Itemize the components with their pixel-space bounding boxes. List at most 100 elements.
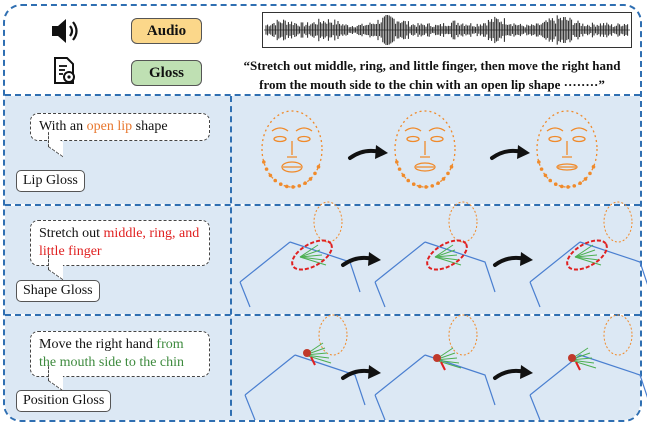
hand-keypoints bbox=[303, 342, 332, 366]
quote-line-2: from the mouth side to the chin with an … bbox=[259, 77, 605, 92]
highlight-ellipse bbox=[426, 239, 468, 271]
jaw-keypoint bbox=[316, 165, 321, 169]
jaw-keypoint bbox=[297, 184, 302, 188]
jaw-keypoint bbox=[591, 165, 596, 169]
lip-face-1 bbox=[261, 110, 323, 189]
jaw-keypoint bbox=[284, 184, 289, 189]
left-eye bbox=[273, 135, 287, 143]
highlight-ellipse bbox=[566, 239, 608, 271]
position-bubble: Move the right hand from the mouth side … bbox=[30, 331, 210, 377]
document-settings-icon bbox=[54, 57, 75, 84]
shape-arrow-2 bbox=[493, 252, 533, 267]
jaw-keypoint bbox=[537, 160, 541, 164]
gloss-quote: “Stretch out middle, ring, and little fi… bbox=[233, 56, 631, 94]
jaw-keypoint bbox=[430, 184, 435, 188]
jaw-keypoint bbox=[441, 177, 446, 181]
finger-line bbox=[574, 254, 598, 258]
position-body-2 bbox=[374, 314, 496, 421]
finger-line bbox=[299, 244, 319, 258]
jaw-keypoint bbox=[406, 178, 411, 183]
face-outline bbox=[536, 110, 598, 188]
shape-gloss-label: Shape Gloss bbox=[16, 280, 100, 302]
jaw-keypoint bbox=[539, 167, 544, 171]
jaw-keypoint bbox=[313, 171, 317, 176]
shape-body-3 bbox=[529, 201, 647, 308]
mouth bbox=[556, 163, 578, 171]
shape-bubble: Stretch out middle, ring, and little fin… bbox=[30, 220, 210, 266]
lip-bubble: With an open lip shape bbox=[30, 113, 210, 141]
lip-arrow-2 bbox=[490, 145, 530, 160]
jaw-keypoint bbox=[543, 173, 548, 178]
arrow-head bbox=[368, 365, 381, 379]
jaw-keypoint bbox=[278, 182, 283, 187]
shape-arrow-1 bbox=[341, 252, 381, 267]
hand-keypoints bbox=[299, 244, 327, 266]
small-face bbox=[603, 201, 633, 243]
arrow-head bbox=[520, 365, 533, 379]
small-face bbox=[448, 314, 478, 356]
lip-face-3 bbox=[536, 110, 598, 189]
finger-line bbox=[574, 256, 600, 261]
eyebrows bbox=[404, 127, 446, 132]
left-eye bbox=[548, 135, 562, 143]
waveform-bars bbox=[265, 14, 629, 46]
arrow-head bbox=[368, 252, 381, 266]
mouth bbox=[281, 161, 303, 173]
divider-lip bbox=[5, 204, 640, 206]
mouth bbox=[414, 162, 436, 172]
jaw-keypoint bbox=[436, 181, 440, 185]
finger-line bbox=[434, 254, 458, 258]
wrist-marker bbox=[568, 354, 576, 362]
jaw-keypoint bbox=[395, 160, 399, 164]
shape-body-1 bbox=[239, 201, 361, 308]
jaw-keypoint bbox=[397, 167, 402, 171]
jaw-keypoint bbox=[553, 182, 558, 187]
arrow-head bbox=[375, 145, 388, 159]
face-outline bbox=[394, 110, 456, 188]
small-face bbox=[313, 201, 343, 243]
highlight-ellipse bbox=[291, 239, 333, 271]
finger-line bbox=[574, 244, 594, 258]
jaw-keypoint bbox=[446, 171, 450, 176]
shape-bubble-highlight: middle, ring, and little finger bbox=[39, 226, 200, 259]
quote-line-1: “Stretch out middle, ring, and little fi… bbox=[243, 58, 621, 73]
position-arrow-2 bbox=[493, 365, 533, 380]
right-eye bbox=[430, 135, 444, 143]
hand-keypoints bbox=[574, 244, 602, 266]
eyebrows bbox=[546, 127, 588, 132]
jaw-keypoint bbox=[264, 167, 269, 171]
jaw-keypoint bbox=[262, 160, 266, 164]
small-face bbox=[603, 314, 633, 356]
nose bbox=[420, 141, 430, 158]
lip-arrow-1 bbox=[348, 145, 388, 160]
audio-label: Audio bbox=[131, 18, 202, 44]
face-outline bbox=[261, 110, 323, 188]
jaw-keypoint bbox=[578, 181, 582, 185]
jaw-keypoint bbox=[588, 171, 592, 176]
divider-header bbox=[5, 94, 640, 96]
jaw-keypoint bbox=[424, 185, 428, 189]
jaw-keypoint bbox=[411, 182, 416, 187]
jaw-keypoint bbox=[548, 178, 553, 183]
arm-lines bbox=[529, 354, 647, 421]
divider-shape bbox=[5, 314, 640, 316]
finger-line bbox=[434, 244, 454, 258]
gloss-label: Gloss bbox=[131, 60, 202, 86]
jaw-keypoint bbox=[291, 185, 295, 189]
jaw-keypoint bbox=[583, 177, 588, 181]
divider-vertical bbox=[230, 96, 232, 420]
lip-bubble-highlight: open lip bbox=[86, 119, 133, 134]
motion-marker bbox=[575, 361, 581, 371]
jaw-keypoint bbox=[566, 185, 570, 189]
jaw-keypoint bbox=[401, 173, 406, 178]
position-bubble-text: Move the right hand bbox=[39, 337, 157, 352]
audio-waveform bbox=[262, 12, 632, 48]
jaw-keypoint bbox=[417, 184, 422, 189]
jaw-keypoint bbox=[572, 184, 577, 188]
lip-bubble-text: With an bbox=[39, 119, 87, 134]
jaw-keypoint bbox=[449, 165, 454, 169]
finger-line bbox=[299, 256, 327, 266]
jaw-keypoint bbox=[559, 184, 564, 189]
finger-line bbox=[434, 359, 462, 369]
finger-line bbox=[304, 354, 332, 364]
